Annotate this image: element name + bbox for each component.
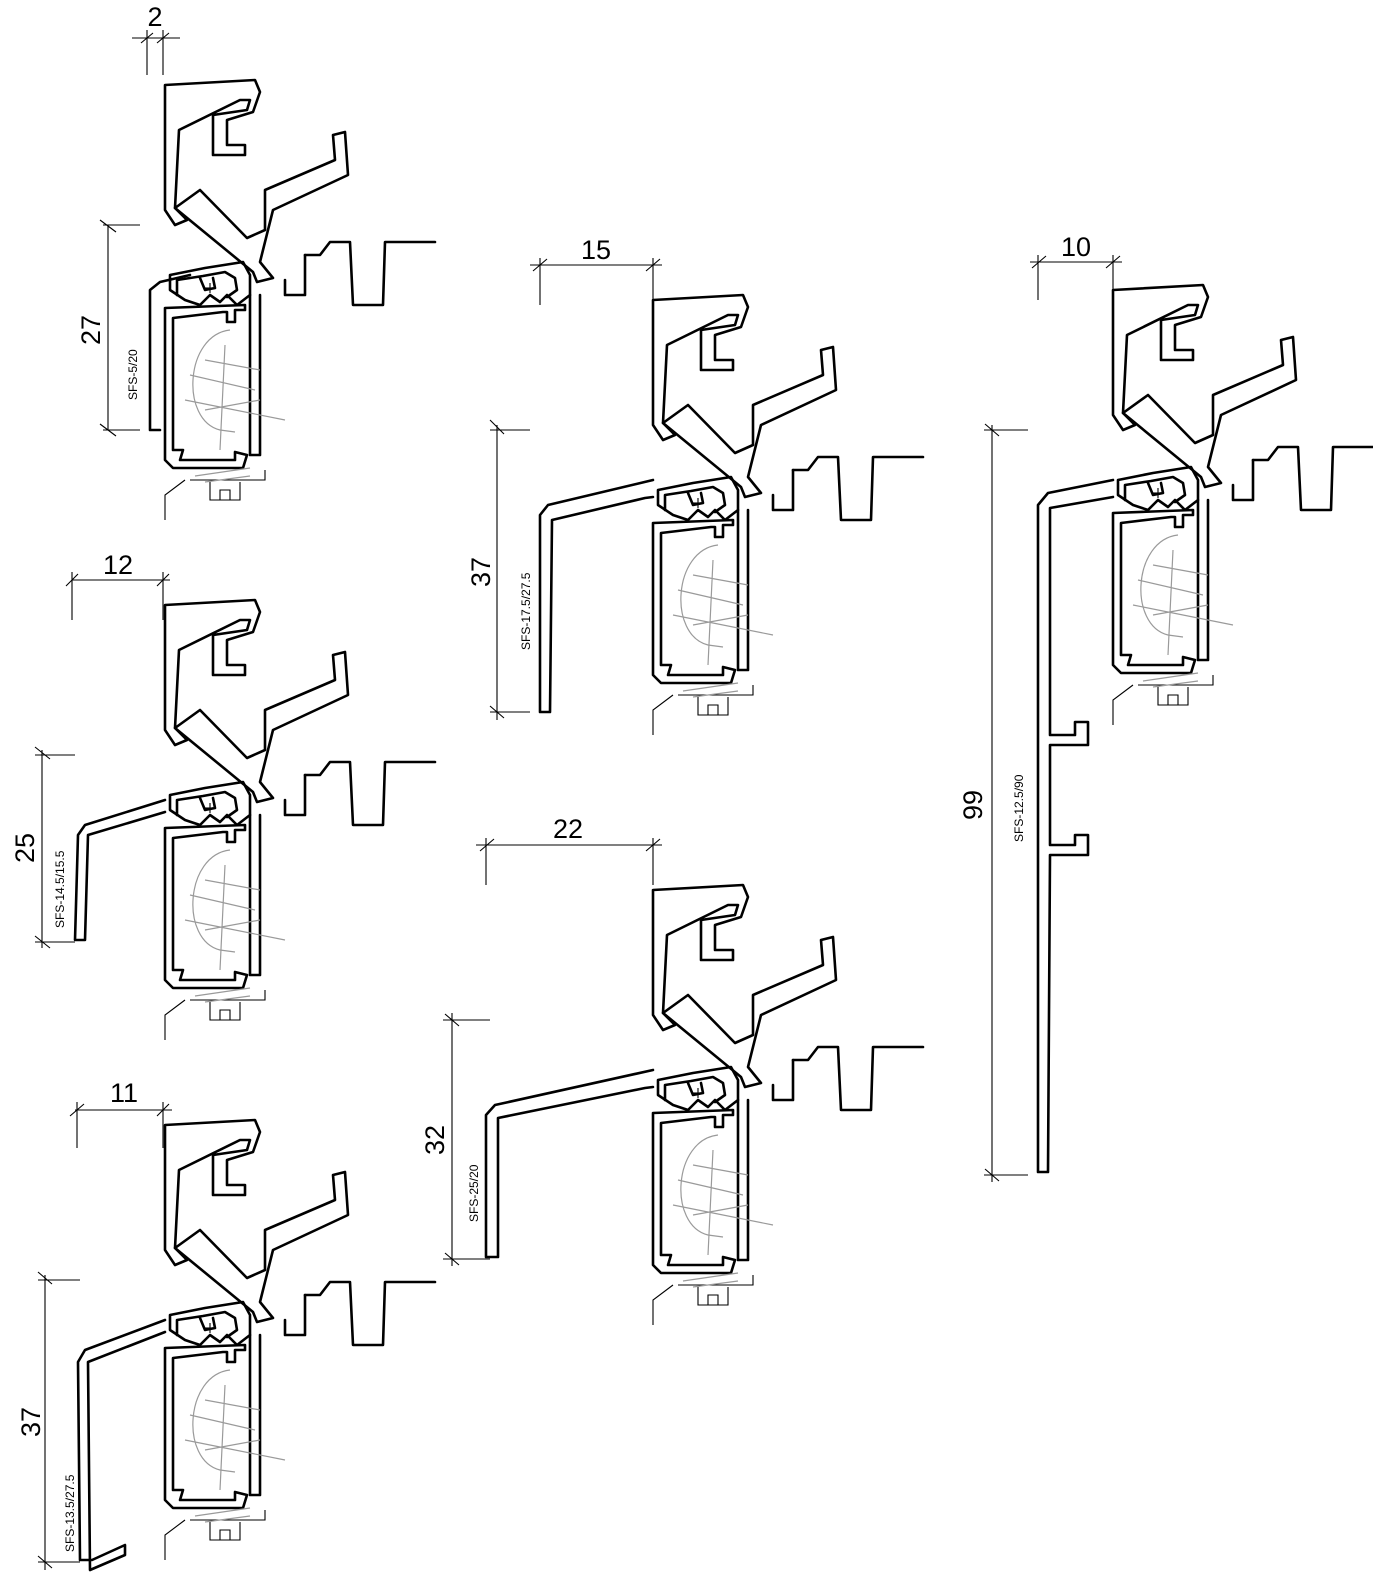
width-dim-p6: 10	[1061, 232, 1091, 262]
code-p5: SFS-25/20	[467, 1164, 481, 1222]
height-dim-p4: 37	[466, 557, 496, 587]
height-dim-p5: 32	[420, 1125, 450, 1155]
height-dim-p2: 25	[10, 833, 40, 863]
width-dim-p5: 22	[553, 814, 583, 844]
height-dim-p3: 37	[16, 1407, 46, 1437]
code-p6: SFS-12.5/90	[1012, 774, 1026, 842]
profile-sfs-13-5-27-5: 11 37 SFS-13.5/27.5	[16, 1078, 437, 1572]
profile-sfs-17-5-27-5: 15 37 SFS-17.5/27.5	[466, 235, 925, 737]
width-dim-p2: 12	[103, 550, 133, 580]
code-p3: SFS-13.5/27.5	[63, 1474, 77, 1552]
profile-sfs-5-20: 2 27 SFS-5/20	[76, 2, 437, 522]
width-dim-p1: 2	[147, 2, 162, 32]
width-dim-p3: 11	[110, 1078, 138, 1108]
profile-sfs-14-5-15-5: 12 25 SFS-14.5/15.5	[10, 550, 437, 1042]
profile-sfs-12-5-90: 10 99 SFS-12.5/90	[958, 232, 1373, 1182]
code-p4: SFS-17.5/27.5	[519, 572, 533, 650]
code-p1: SFS-5/20	[126, 349, 140, 400]
code-p2: SFS-14.5/15.5	[53, 850, 67, 928]
height-dim-p1: 27	[76, 315, 106, 345]
height-dim-p6: 99	[958, 790, 988, 820]
width-dim-p4: 15	[581, 235, 611, 265]
profile-sfs-25-20: 22 32 SFS-25/20	[420, 814, 925, 1327]
